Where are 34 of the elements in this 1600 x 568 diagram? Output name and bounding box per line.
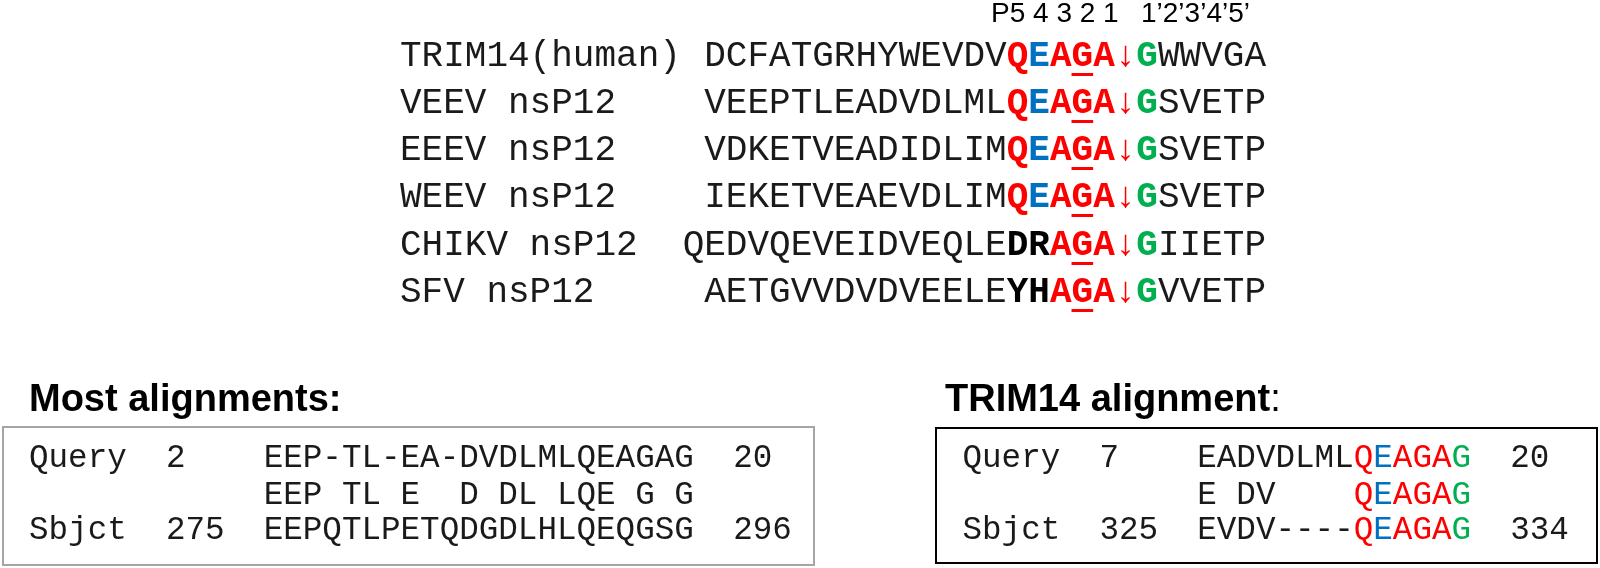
sequence-text: EADVDLMLQEAGAG — [1197, 443, 1472, 476]
panel-heading: TRIM14 alignment: — [945, 379, 1281, 417]
position-labels: P5 4 3 2 1 — [991, 0, 1119, 27]
sequence-name: EEEV nsP12 — [400, 133, 617, 170]
position-number: 2 — [165, 443, 186, 476]
sequence-text: EEPQTLPETQDGDLHLQEQGSG — [263, 515, 694, 548]
sequence-text: VEEPTLEADVDLMLQEAGA↓GSVETP — [704, 85, 1266, 122]
position-number: 334 — [1510, 515, 1569, 548]
sequence-name: CHIKV nsP12 — [400, 227, 638, 264]
match-line: EEP TL E D DL LQE G G — [263, 479, 694, 513]
sequence-name: SFV nsP12 — [400, 275, 595, 311]
position-number: 20 — [1510, 443, 1550, 476]
match-line: E DV QEAGAG — [1197, 479, 1472, 513]
position-labels: 1’2’3’4’5’ — [1141, 0, 1250, 27]
sequence-name: WEEV nsP12 — [400, 180, 617, 217]
panel-heading: Most alignments: — [29, 379, 342, 417]
sequence-text: VDKETVEADIDLIMQEAGA↓GSVETP — [704, 133, 1266, 170]
sequence-text: DCFATGRHYWEVDVQEAGA↓GWWVGA — [704, 38, 1266, 75]
sequence-text: EEP-TL-EA-DVDLMLQEAGAG — [263, 443, 694, 476]
row-label: Sbjct — [29, 515, 127, 548]
row-label: Query — [29, 443, 127, 476]
sequence-text: AETGVVDVDVEELEYHAGA↓GVVETP — [704, 275, 1266, 311]
sequence-name: VEEV nsP12 — [400, 85, 617, 122]
sequence-text: QEDVQEVEIDVEQLEDRAGA↓GIIETP — [682, 227, 1266, 264]
position-number: 7 — [1099, 443, 1119, 476]
position-number: 296 — [733, 515, 792, 548]
position-number: 20 — [733, 443, 773, 476]
position-number: 325 — [1099, 515, 1159, 548]
sequence-text: EVDV----QEAGAG — [1197, 515, 1472, 548]
sequence-text: IEKETVEAEVDLIMQEAGA↓GSVETP — [704, 180, 1266, 217]
row-label: Sbjct — [962, 515, 1061, 548]
sequence-name: TRIM14(human) — [400, 38, 681, 75]
position-number: 275 — [165, 515, 225, 548]
row-label: Query — [962, 443, 1061, 476]
